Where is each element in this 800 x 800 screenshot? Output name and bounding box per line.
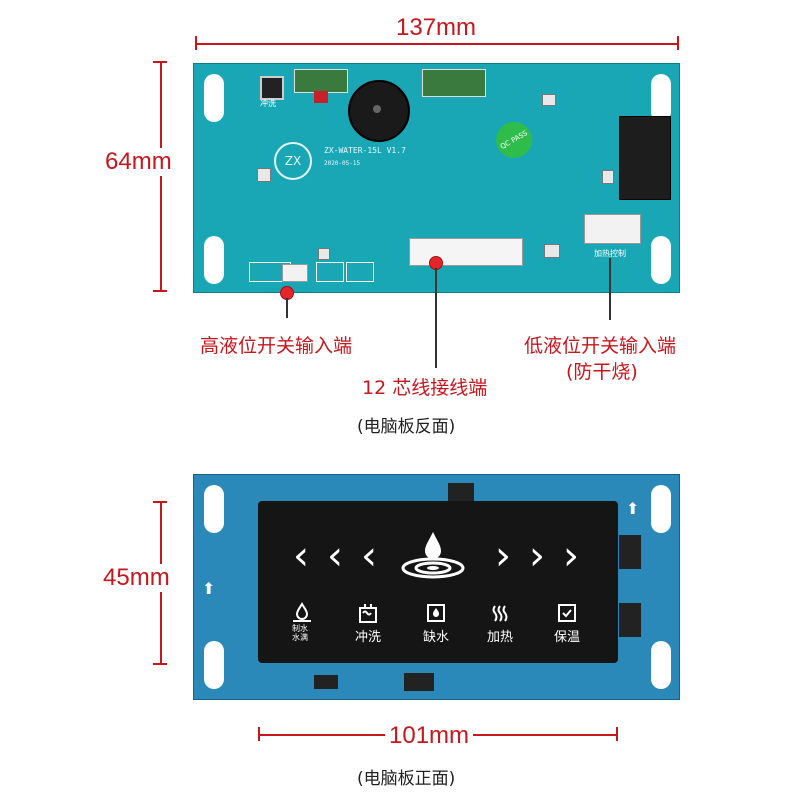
red-component — [314, 91, 328, 103]
chevron-right-icon: › — [529, 533, 545, 579]
sensor-module — [294, 69, 348, 93]
smd-component — [318, 248, 330, 260]
ic-chip — [619, 535, 641, 569]
smd-component — [602, 170, 614, 184]
front-height-label: 45mm — [103, 564, 170, 592]
low-level-header — [316, 262, 344, 282]
ic-chip — [404, 673, 434, 691]
connector-12-callout: 12 芯线接线端 — [362, 377, 488, 399]
up-arrow-icon: ⬆ — [626, 499, 640, 518]
sensor-module — [422, 69, 486, 97]
flush-label: 冲洗 — [355, 630, 382, 645]
high-level-callout: 高液位开关输入端 — [200, 335, 353, 357]
chevron-right-icon: › — [563, 533, 579, 579]
smd-component — [542, 94, 556, 106]
ic-chip — [314, 675, 338, 689]
smd-component — [544, 244, 560, 258]
height-dimension-tick-bottom — [153, 290, 167, 292]
button-label: 冲洗 — [260, 99, 276, 108]
heating-label: 加热 — [487, 630, 514, 645]
front-caption: (电脑板正面) — [357, 769, 456, 789]
heating-control-connector — [584, 214, 641, 244]
zx-logo: ZX — [274, 142, 312, 180]
low-level-leader — [609, 258, 611, 320]
front-height-tick-top — [153, 501, 167, 503]
low-level-callout: 低液位开关输入端 — [524, 335, 677, 357]
front-width-tick-left — [258, 727, 260, 741]
heating-icon — [492, 605, 508, 622]
flush-push-button — [260, 76, 284, 100]
up-arrow-icon: ⬆ — [202, 579, 216, 598]
water-drop-ripple-icon — [401, 532, 465, 579]
height-dimension-tick-top — [153, 61, 167, 63]
water-production-label: 制水 水满 — [292, 624, 308, 642]
mounting-slot — [651, 74, 671, 122]
relay — [619, 116, 671, 200]
back-width-label: 137mm — [392, 14, 481, 42]
front-width-tick-right — [616, 727, 618, 741]
pcb-back-board: 冲洗 ZX ZX-WATER-15L V1.7 2020-05-15 QC PA… — [193, 63, 680, 293]
qc-pass-badge: QC PASS — [489, 115, 539, 165]
connector-12-pin — [409, 238, 523, 266]
mounting-slot — [651, 485, 671, 533]
mounting-slot — [204, 485, 224, 533]
width-dimension-line-back — [196, 43, 678, 45]
water-shortage-label: 缺水 — [423, 630, 450, 645]
touch-panel — [258, 501, 618, 663]
keep-warm-label: 保温 — [554, 630, 581, 645]
width-dimension-tick-left — [195, 36, 197, 50]
mounting-slot — [651, 236, 671, 284]
water-shortage-icon — [427, 604, 445, 622]
low-level-callout-note: (防干烧) — [566, 361, 638, 383]
water-production-icon — [293, 602, 311, 622]
high-level-leader — [286, 298, 288, 318]
high-level-connector — [282, 264, 308, 282]
back-height-label: 64mm — [105, 148, 172, 176]
height-dimension-line-back — [160, 62, 162, 291]
mounting-slot — [651, 641, 671, 689]
date-text: 2020-05-15 — [324, 160, 361, 167]
heating-control-label: 加热控制 — [594, 249, 626, 258]
back-caption: (电脑板反面) — [357, 417, 456, 437]
flush-icon — [359, 604, 377, 623]
ic-chip — [448, 483, 474, 503]
model-text: ZX-WATER-15L V1.7 — [324, 146, 406, 155]
connector-12-leader — [435, 268, 437, 368]
keep-warm-icon — [558, 604, 576, 622]
ic-chip — [619, 603, 641, 637]
mounting-slot — [204, 74, 224, 122]
chevron-left-icon: ‹ — [293, 533, 309, 579]
width-dimension-tick-right — [677, 36, 679, 50]
aux-header — [346, 262, 374, 282]
front-height-tick-bottom — [153, 663, 167, 665]
mounting-slot — [204, 641, 224, 689]
mounting-slot — [204, 236, 224, 284]
chevron-left-icon: ‹ — [327, 533, 343, 579]
front-width-label: 101mm — [385, 722, 474, 750]
buzzer-hole — [373, 105, 381, 113]
chevron-left-icon: ‹ — [361, 533, 377, 579]
smd-component — [257, 168, 271, 182]
chevron-right-icon: › — [495, 533, 511, 579]
